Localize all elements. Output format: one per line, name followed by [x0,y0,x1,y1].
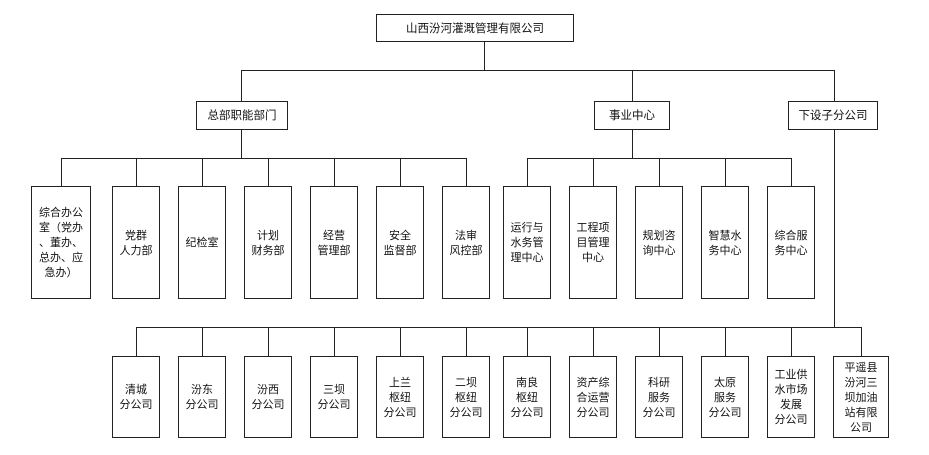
center-label: 运行与 水务管 理中心 [510,221,544,264]
subsidiary-node: 太原 服务 分公司 [701,356,749,438]
connector [527,158,528,186]
dept-node: 党群 人力部 [112,186,160,299]
dept-label: 党群 人力部 [119,228,153,257]
subsidiary-node: 上兰 枢纽 分公司 [376,356,424,438]
subsidiary-label: 二坝 枢纽 分公司 [449,375,483,419]
connector [484,42,485,70]
connector [632,70,633,101]
subsidiary-label: 平遥县 汾河三 坝加油 站有限 公司 [844,360,878,434]
subsidiary-label: 汾东 分公司 [185,383,219,411]
connector [791,327,792,356]
dept-node: 法审 风控部 [442,186,490,299]
dept-node: 安全 监督部 [376,186,424,299]
connector [202,327,203,356]
group-label: 事业中心 [609,108,655,122]
center-label: 智慧水 务中心 [708,228,742,257]
subsidiary-label: 工业供 水市场 发展 分公司 [774,368,808,426]
subsidiary-node: 工业供 水市场 发展 分公司 [767,356,815,438]
center-node: 规划咨 询中心 [635,186,683,299]
subsidiary-label: 太原 服务 分公司 [708,375,742,419]
connector [725,327,726,356]
connector [334,327,335,356]
subsidiary-node: 二坝 枢纽 分公司 [442,356,490,438]
subsidiary-label: 三坝 分公司 [317,383,351,411]
subsidiary-label: 资产综 合运营 分公司 [576,375,610,419]
center-label: 工程项 目管理 中心 [576,221,610,264]
connector [659,327,660,356]
connector [632,130,633,158]
connector [61,158,466,159]
subsidiary-node: 清城 分公司 [112,356,160,438]
dept-label: 经营 管理部 [317,228,351,257]
subsidiary-label: 科研 服务 分公司 [642,375,676,419]
subsidiary-label: 清城 分公司 [119,383,153,411]
subsidiary-node: 南良 枢纽 分公司 [503,356,551,438]
connector [593,158,594,186]
connector [241,70,242,101]
connector [268,327,269,356]
group-headquarters: 总部职能部门 [196,101,288,130]
connector [593,327,594,356]
connector [136,327,137,356]
connector [791,158,792,186]
connector [241,70,834,71]
center-node: 运行与 水务管 理中心 [503,186,551,299]
subsidiary-node: 平遥县 汾河三 坝加油 站有限 公司 [833,356,889,438]
dept-label: 法审 风控部 [449,228,483,257]
subsidiary-label: 上兰 枢纽 分公司 [383,375,417,419]
group-subsidiaries: 下设子分公司 [788,101,878,130]
center-node: 综合服 务中心 [767,186,815,299]
subsidiary-node: 科研 服务 分公司 [635,356,683,438]
connector [136,327,861,328]
subsidiary-label: 南良 枢纽 分公司 [510,375,544,419]
subsidiary-node: 汾东 分公司 [178,356,226,438]
connector [834,70,835,101]
dept-label: 综合办公 室（党办 、董办、 总办、应 急办） [39,206,83,279]
connector [202,158,203,186]
subsidiary-node: 汾西 分公司 [244,356,292,438]
center-node: 工程项 目管理 中心 [569,186,617,299]
connector [136,158,137,186]
connector [834,130,835,327]
connector [334,158,335,186]
dept-node: 综合办公 室（党办 、董办、 总办、应 急办） [31,186,91,299]
connector [400,158,401,186]
center-node: 智慧水 务中心 [701,186,749,299]
dept-label: 纪检室 [185,236,219,249]
connector [861,327,862,356]
center-label: 规划咨 询中心 [642,228,676,257]
group-business-center: 事业中心 [594,101,670,130]
root-node: 山西汾河灌溉管理有限公司 [376,14,574,42]
connector [400,327,401,356]
center-label: 综合服 务中心 [774,228,808,257]
connector [268,158,269,186]
dept-label: 安全 监督部 [383,228,417,257]
connector [659,158,660,186]
connector [466,327,467,356]
dept-label: 计划 财务部 [251,228,285,257]
dept-node: 纪检室 [178,186,226,299]
group-label: 下设子分公司 [798,108,868,122]
root-label: 山西汾河灌溉管理有限公司 [406,20,544,35]
subsidiary-label: 汾西 分公司 [251,383,285,411]
connector [527,327,528,356]
connector [466,158,467,186]
dept-node: 计划 财务部 [244,186,292,299]
subsidiary-node: 资产综 合运营 分公司 [569,356,617,438]
subsidiary-node: 三坝 分公司 [310,356,358,438]
connector [725,158,726,186]
connector [241,130,242,158]
group-label: 总部职能部门 [207,108,277,122]
connector [61,158,62,186]
dept-node: 经营 管理部 [310,186,358,299]
